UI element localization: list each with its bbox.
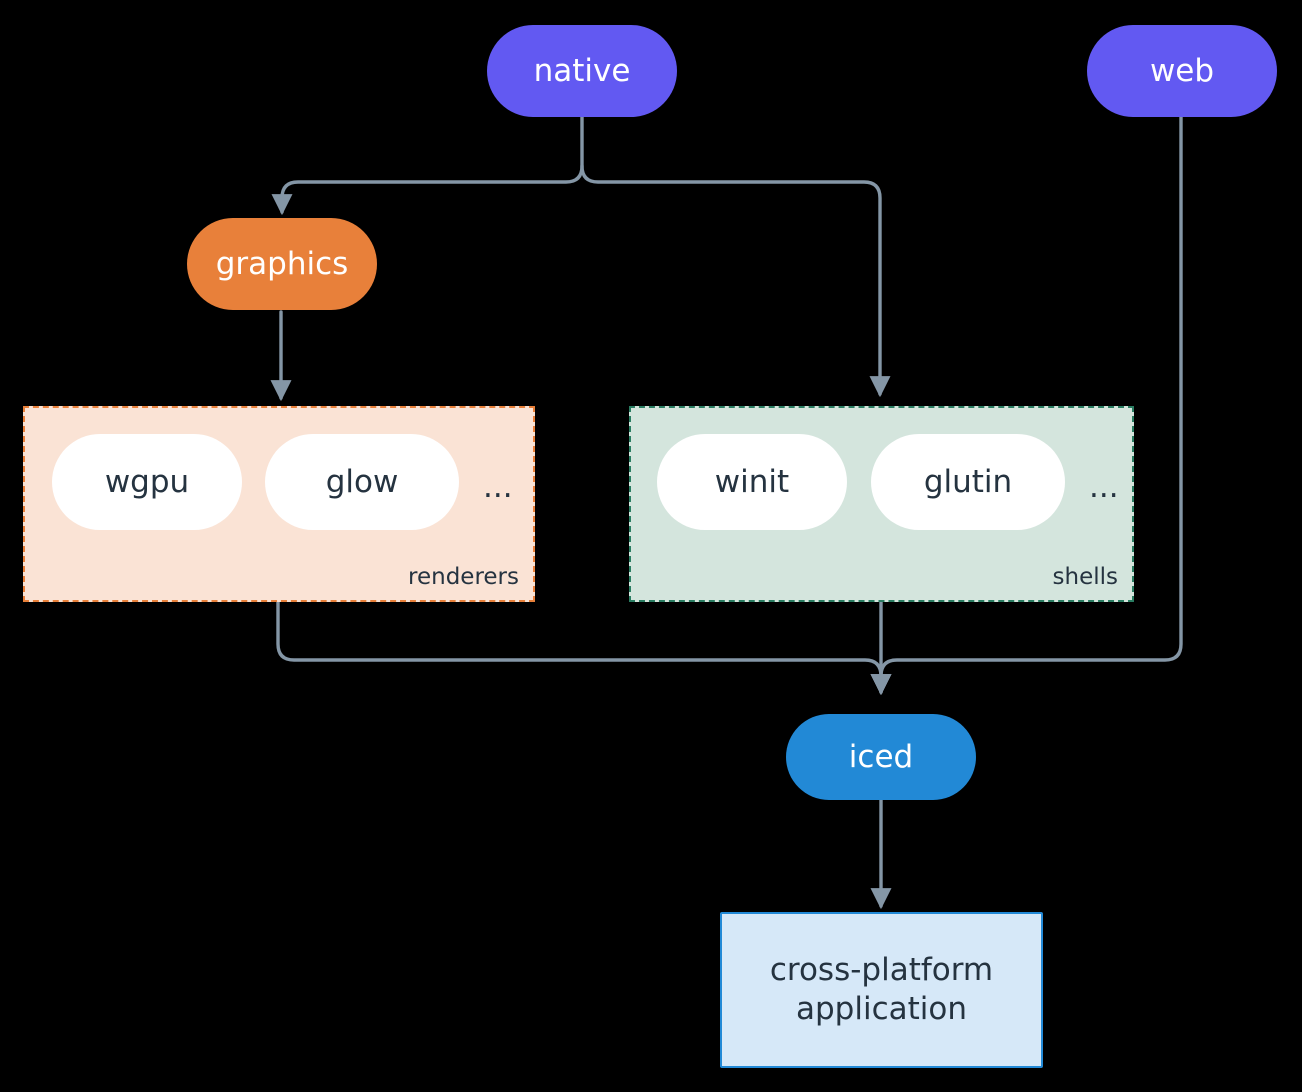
chip-glutin-label: glutin bbox=[923, 464, 1013, 500]
node-web[interactable]: web bbox=[1087, 25, 1277, 117]
group-renderers-label: renderers bbox=[408, 564, 519, 590]
node-web-label: web bbox=[1149, 52, 1215, 89]
edge-native-shells bbox=[580, 164, 891, 398]
chip-glutin[interactable]: glutin bbox=[871, 434, 1065, 530]
shells-overflow-ellipsis: ... bbox=[1089, 469, 1119, 505]
chip-glow[interactable]: glow bbox=[265, 434, 459, 530]
renderers-overflow-ellipsis: ... bbox=[483, 469, 513, 505]
chip-winit-label: winit bbox=[714, 464, 790, 500]
node-native[interactable]: native bbox=[487, 25, 677, 117]
node-iced-label: iced bbox=[848, 738, 914, 775]
edge-renderers-iced bbox=[276, 600, 892, 696]
chip-wgpu[interactable]: wgpu bbox=[52, 434, 242, 530]
node-iced[interactable]: iced bbox=[786, 714, 976, 800]
chip-glow-label: glow bbox=[325, 464, 399, 500]
edge-native-bus bbox=[271, 114, 584, 216]
node-native-label: native bbox=[533, 52, 631, 89]
node-graphics[interactable]: graphics bbox=[187, 218, 377, 310]
node-application-label-line1: cross-platform bbox=[769, 952, 994, 989]
edge-web-iced bbox=[870, 114, 1183, 696]
node-graphics-label: graphics bbox=[215, 245, 349, 282]
group-shells: winit glutin ... shells bbox=[629, 406, 1134, 602]
chip-wgpu-label: wgpu bbox=[104, 464, 190, 500]
node-application-label-line2: application bbox=[796, 991, 967, 1027]
node-application[interactable]: cross-platform application bbox=[720, 912, 1043, 1068]
chip-winit[interactable]: winit bbox=[657, 434, 847, 530]
group-renderers: wgpu glow ... renderers bbox=[23, 406, 535, 602]
group-shells-label: shells bbox=[1052, 564, 1118, 590]
